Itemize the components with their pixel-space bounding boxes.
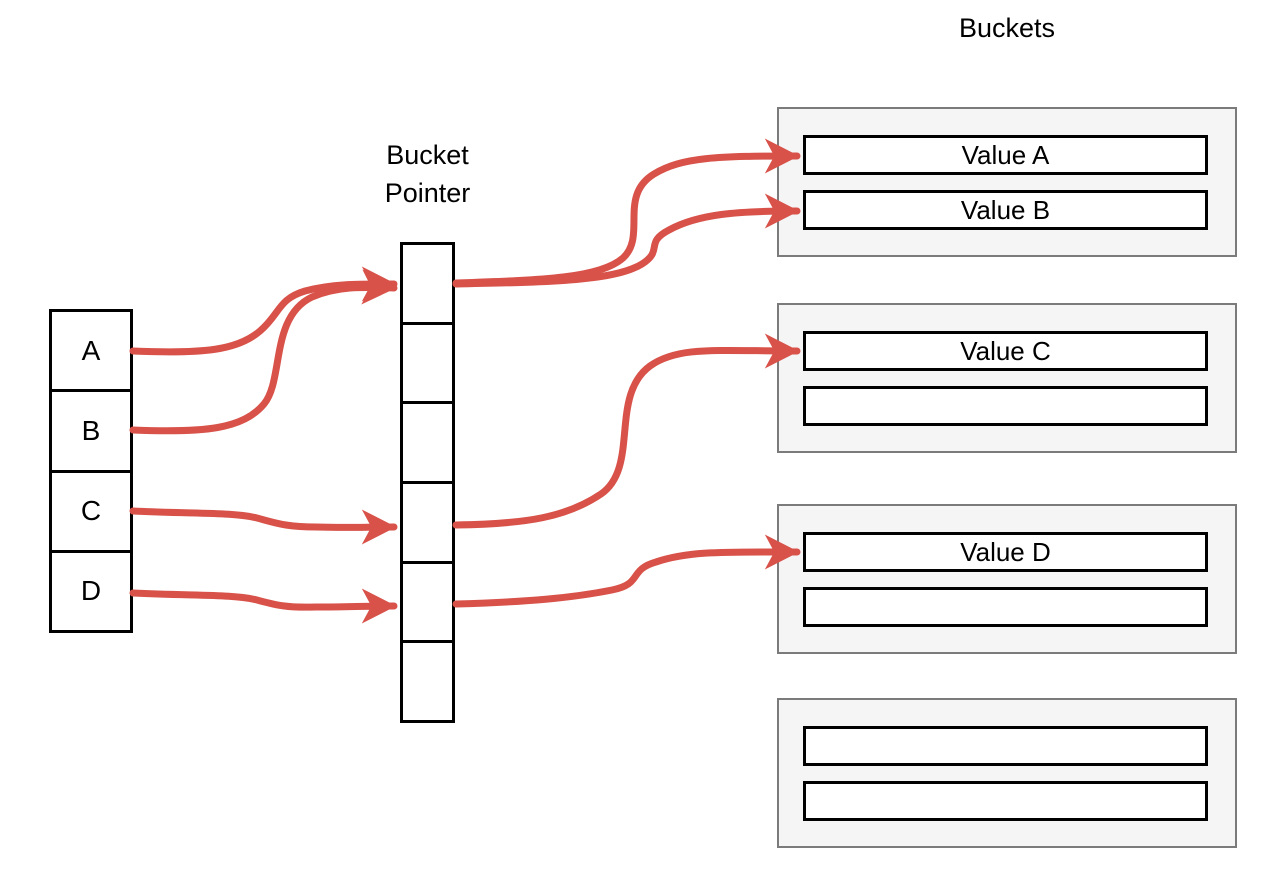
bucket-1-row-2: Value B <box>803 190 1208 230</box>
bucket-pointer-array <box>400 242 455 723</box>
edge-key-d-to-pointer-5 <box>129 588 398 624</box>
bucket-3: Value D <box>777 504 1237 654</box>
pointer-cell-3 <box>403 404 452 485</box>
buckets-title: Buckets <box>958 13 1056 43</box>
bucket-3-row-1: Value D <box>803 532 1208 572</box>
edge-pointer-5-to-bucket-3-row-1 <box>452 534 801 608</box>
pointer-cell-6 <box>403 643 452 720</box>
bucket-pointer-label-line1: Bucket <box>386 140 469 170</box>
bucket-2-row-1: Value C <box>803 331 1208 371</box>
bucket-1: Value A Value B <box>777 107 1237 257</box>
pointer-cell-2 <box>403 325 452 405</box>
bucket-4 <box>777 698 1237 848</box>
key-cell-a: A <box>52 312 130 393</box>
key-cell-c: C <box>52 473 130 553</box>
edge-pointer-4-to-bucket-2-row-1 <box>452 333 801 529</box>
bucket-2: Value C <box>777 303 1237 453</box>
key-array: A B C D <box>49 309 133 633</box>
bucket-2-row-2 <box>803 386 1208 426</box>
key-cell-d: D <box>80 575 102 607</box>
bucket-pointer-label: Bucket Pointer <box>330 136 525 212</box>
key-cell-b: B <box>52 392 130 473</box>
edge-pointer-1-to-bucket-1-row-2 <box>452 193 801 288</box>
edge-key-c-to-pointer-4 <box>129 507 398 545</box>
pointer-cell-4 <box>403 484 452 564</box>
pointer-cell-5 <box>403 564 452 644</box>
edge-key-a-to-pointer-1 <box>129 266 398 356</box>
bucket-pointer-label-line2: Pointer <box>384 178 471 208</box>
bucket-4-row-2 <box>803 781 1208 821</box>
bucket-4-row-1 <box>803 726 1208 766</box>
edge-key-b-to-pointer-1 <box>129 269 398 435</box>
pointer-cell-1 <box>403 245 452 325</box>
bucket-1-row-1: Value A <box>803 135 1208 175</box>
bucket-3-row-2 <box>803 587 1208 627</box>
